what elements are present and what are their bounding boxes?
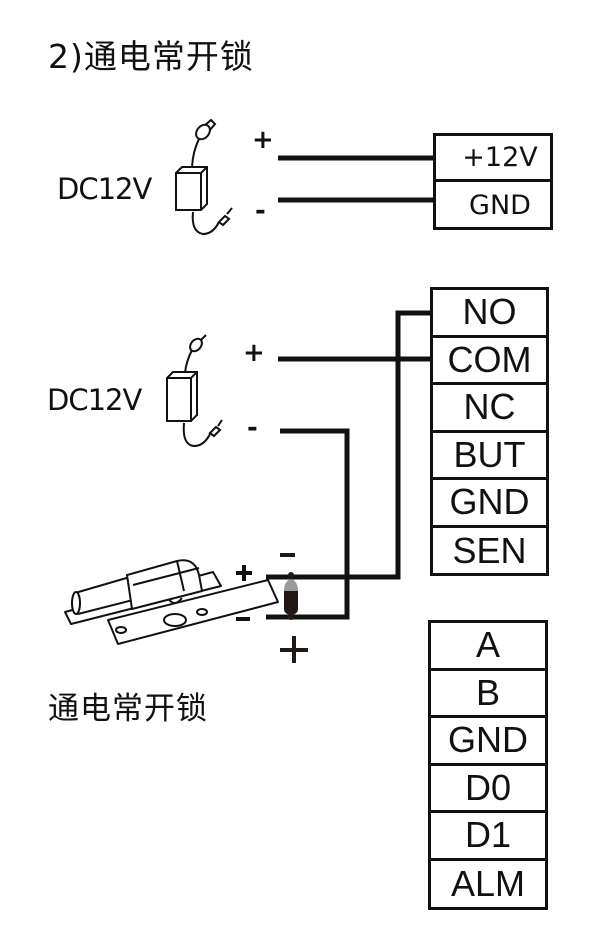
wire-psu-minus xyxy=(266,428,350,620)
terminal-b: B xyxy=(431,671,545,718)
power-supply-bottom-label: DC12V xyxy=(47,383,142,417)
terminal-but: BUT xyxy=(433,433,546,480)
bolt-lock-icon xyxy=(64,559,279,645)
relay-terminal-block: NO COM NC BUT GND SEN xyxy=(430,287,549,576)
wire-no xyxy=(266,310,432,580)
power-supply-top-label: DC12V xyxy=(57,172,152,206)
bus-terminal-block: A B GND D0 D1 ALM xyxy=(428,620,548,910)
lock-caption: 通电常开锁 xyxy=(48,691,208,727)
terminal-com: COM xyxy=(433,338,546,385)
power-top-minus-sign: - xyxy=(255,196,266,226)
power-top-plus-sign: + xyxy=(252,125,274,155)
diode-icon xyxy=(284,572,298,620)
terminal-plus12v: +12V xyxy=(436,136,550,182)
diode-plus-sign xyxy=(280,636,308,663)
terminal-d0: D0 xyxy=(431,766,545,813)
terminal-sen: SEN xyxy=(452,530,527,572)
power-bottom-minus-sign: - xyxy=(247,413,258,443)
terminal-d1: D1 xyxy=(431,813,545,861)
terminal-gnd: GND xyxy=(431,718,545,766)
terminal-gnd: GND xyxy=(469,189,531,221)
power-bottom-plus-sign: + xyxy=(243,338,265,368)
terminal-nc: NC xyxy=(433,385,546,433)
lock-plus-sign xyxy=(236,565,252,581)
power-adapter-icon-bottom xyxy=(166,334,223,448)
terminal-alm: ALM xyxy=(450,863,526,905)
power-terminal-block: +12V GND xyxy=(433,133,553,230)
terminal-gnd: GND xyxy=(433,480,546,528)
terminal-no: NO xyxy=(433,290,546,338)
diagram-title: 2)通电常开锁 xyxy=(48,37,254,76)
power-adapter-icon-top xyxy=(175,118,233,236)
terminal-a: A xyxy=(431,623,545,671)
